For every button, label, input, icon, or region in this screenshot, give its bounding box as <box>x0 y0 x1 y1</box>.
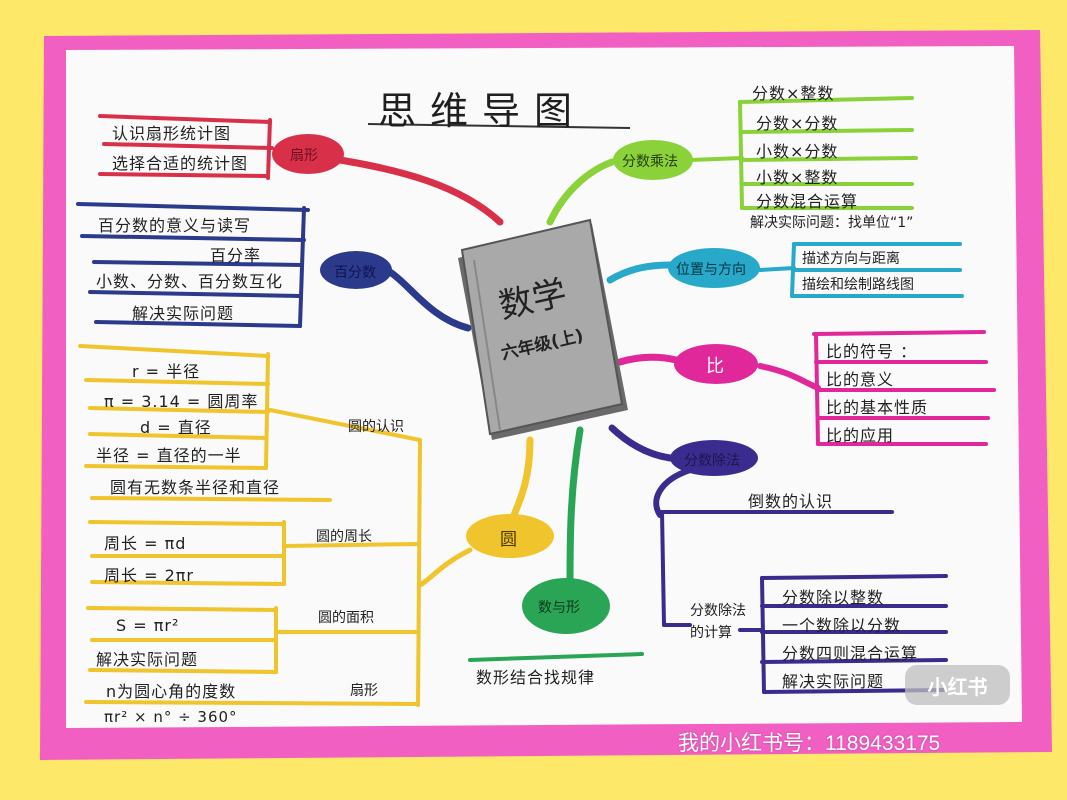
fenshuchengfa-item-1: 分数×整数 <box>752 84 835 103</box>
node-weizhi-ellipse <box>668 248 760 288</box>
fenshuchufa-item-4: 解决实际问题 <box>782 672 885 691</box>
fenshuchengfa-item-2: 分数×分数 <box>756 114 839 133</box>
page-title: 思维导图 <box>378 89 587 133</box>
node-fenshuchufa-ellipse <box>670 440 758 476</box>
book-illustration <box>458 218 628 440</box>
node-weizhi-label: 位置与方向 <box>676 262 746 278</box>
yuan-renshi-item-5: 圆有无数条半径和直径 <box>110 478 281 497</box>
fenshuchufa-item-3: 分数四则混合运算 <box>782 644 919 663</box>
yuan-shanxing-label: 扇形 <box>350 683 378 699</box>
branch-bi-lines <box>616 330 996 446</box>
branch-fenshuchengfa-lines <box>546 96 918 226</box>
node-bi-label: 比 <box>706 356 724 377</box>
weizhi-item-2: 描绘和绘制路线图 <box>802 277 914 293</box>
xiaohongshu-watermark: 小红书 <box>905 665 1010 705</box>
yuan-shanxing-item-2: πr² × n° ÷ 360° <box>104 708 238 726</box>
bi-item-1: 比的符号 ： <box>826 342 918 361</box>
node-shuxing-label: 数与形 <box>538 600 580 616</box>
node-shanxing-label: 扇形 <box>290 148 318 164</box>
fenshuchufa-item-1: 分数除以整数 <box>782 588 885 607</box>
node-fenshuchufa-label: 分数除法 <box>684 453 740 469</box>
fenshuchengfa-item-3: 小数×分数 <box>756 142 839 161</box>
node-yuan-label: 圆 <box>500 530 517 550</box>
shanxing-item-2: 选择合适的统计图 <box>112 154 249 173</box>
node-fenshuchengfa-ellipse <box>613 140 693 180</box>
title-underline <box>367 123 631 129</box>
yuan-zhouchang-label: 圆的周长 <box>316 529 372 545</box>
yuan-mianji-label: 圆的面积 <box>318 610 374 626</box>
yuan-renshi-label: 圆的认识 <box>348 419 404 435</box>
fenshuchengfa-item-4: 小数×整数 <box>756 168 839 187</box>
bi-item-2: 比的意义 <box>826 370 895 389</box>
shuxing-item-1: 数形结合找规律 <box>476 668 596 687</box>
branch-baifenshu-lines <box>76 202 472 332</box>
fenshuchengfa-item-6: 解决实际问题：找单位“1” <box>750 215 914 231</box>
fenshuchufa-sub-label: 分数除法的计算 <box>690 603 746 641</box>
node-fenshuchengfa-label: 分数乘法 <box>622 154 678 170</box>
baifenshu-item-4: 解决实际问题 <box>132 304 235 323</box>
shanxing-item-1: 认识扇形统计图 <box>112 124 232 143</box>
baifenshu-item-1: 百分数的意义与读写 <box>98 216 252 235</box>
branch-weizhi-lines <box>606 242 964 298</box>
bi-item-4: 比的应用 <box>826 426 895 445</box>
node-yuan-ellipse <box>466 514 554 558</box>
footer-account: 我的小红书号：1189433175 <box>678 732 941 755</box>
fenshuchengfa-item-5: 分数混合运算 <box>756 192 859 211</box>
branch-yuan-lines <box>78 344 534 707</box>
node-shuxing-ellipse <box>522 578 610 634</box>
yuan-zhouchang-item-1: 周长 = πd <box>104 534 187 553</box>
node-baifenshu-label: 百分数 <box>334 265 376 281</box>
branch-shanxing-lines <box>98 114 504 226</box>
weizhi-item-1: 描述方向与距离 <box>802 251 900 267</box>
yuan-renshi-item-4: 半径 = 直径的一半 <box>96 446 242 465</box>
yuan-mianji-item-2: 解决实际问题 <box>96 650 199 669</box>
node-shanxing-ellipse <box>272 134 344 174</box>
node-baifenshu-ellipse <box>320 251 392 289</box>
yuan-renshi-item-2: π = 3.14 = 圆周率 <box>104 392 259 411</box>
fenshuchufa-item-2: 一个数除以分数 <box>782 616 902 635</box>
fenshuchufa-daoshu: 倒数的认识 <box>748 492 834 511</box>
yuan-renshi-item-1: r = 半径 <box>132 362 201 381</box>
baifenshu-item-3: 小数、分数、百分数互化 <box>96 272 284 291</box>
node-bi-ellipse <box>674 344 758 384</box>
yuan-shanxing-item-1: n为圆心角的度数 <box>106 682 237 701</box>
yuan-mianji-item-1: S = πr² <box>116 616 180 635</box>
yuan-zhouchang-item-2: 周长 = 2πr <box>104 566 194 585</box>
baifenshu-item-2: 百分率 <box>210 246 262 265</box>
yuan-renshi-item-3: d = 直径 <box>140 418 212 437</box>
bi-item-3: 比的基本性质 <box>826 398 929 417</box>
branch-shuxing-lines <box>468 426 644 662</box>
